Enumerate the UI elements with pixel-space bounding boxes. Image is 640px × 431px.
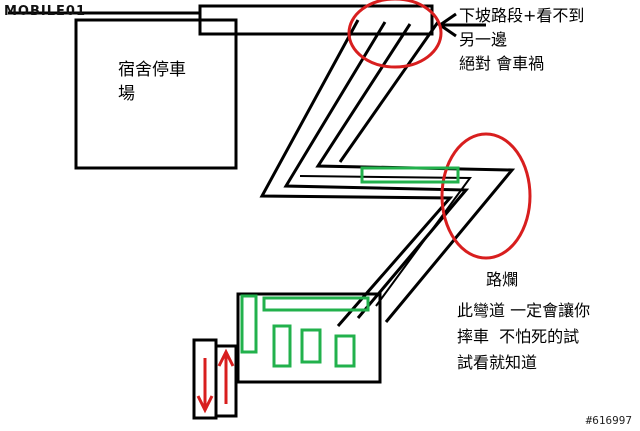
curve-warning-label: 此彎道 一定會讓你 摔車 不怕死的試 試看就知道 [457,301,591,372]
road-inner-line [338,21,440,163]
road-inner-curve [299,175,472,307]
gate-box-right [214,344,238,418]
green-slot-2 [300,328,322,364]
road-top-bar [198,4,434,36]
green-slot-left [240,294,258,354]
dorm-parking-building [74,18,238,170]
road-left-edge [259,19,454,327]
red-circle-curve [440,132,532,260]
green-slot-top [262,296,370,312]
dorm-parking-label: 宿舍停車 場 [118,60,186,104]
road-center-line [283,21,470,319]
green-slot-3 [334,334,356,368]
red-circle-top [347,0,443,69]
green-slot-1 [272,324,292,368]
watermark-id: #616997 [585,414,632,427]
up-arrow-icon [217,348,235,404]
down-arrow-icon [196,358,214,414]
downhill-warning-label: 下坡路段+看不到 另一邊 絕對 會車禍 [459,6,585,73]
mobile01-logo: MOBILE01 [4,4,86,20]
green-marker-curve [360,166,460,184]
logo-text: MOBILE01 [4,4,86,19]
bad-road-label: 路爛 [486,270,519,289]
lower-parking-lot [236,292,382,384]
